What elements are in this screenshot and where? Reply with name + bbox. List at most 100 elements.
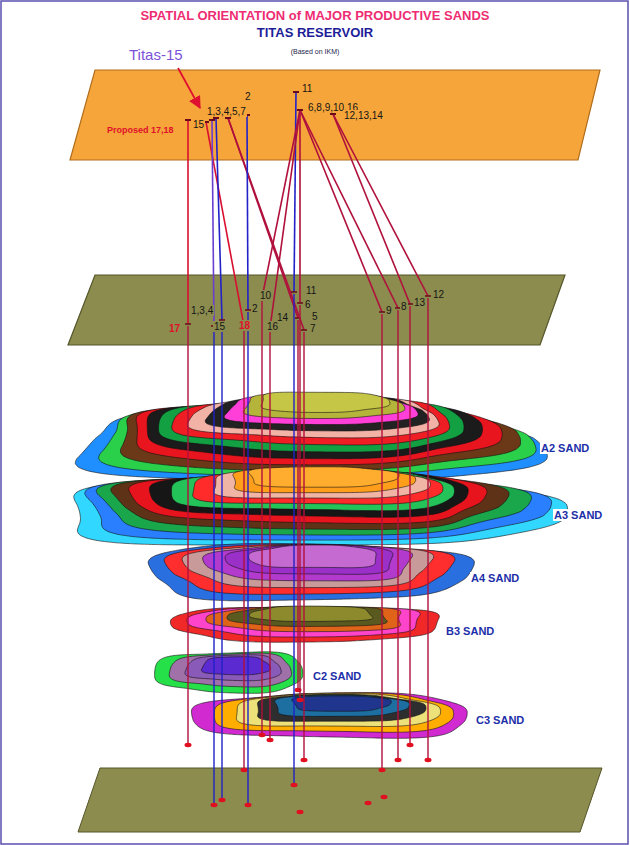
sand-contour xyxy=(185,655,281,681)
well-bore xyxy=(397,310,398,760)
well-number: 11 xyxy=(305,285,317,296)
well-bore xyxy=(293,294,294,785)
well-bottom xyxy=(241,768,248,772)
well-number: 13 xyxy=(413,297,426,308)
well-bottom xyxy=(301,758,308,762)
plane-surface xyxy=(70,70,600,160)
well-bore xyxy=(221,322,222,800)
well-bore xyxy=(213,328,214,805)
wellhead-mark xyxy=(185,119,191,121)
sand-contour xyxy=(155,652,303,694)
sand-shape xyxy=(140,528,540,608)
sand-contour xyxy=(233,467,416,492)
sand-layer: B3 SAND xyxy=(168,598,508,648)
sand-contour xyxy=(203,545,413,581)
well-tick xyxy=(185,323,191,325)
wellhead-mark xyxy=(330,113,336,115)
well-bottom xyxy=(219,798,226,802)
well-bore xyxy=(187,326,188,745)
wellhead-mark xyxy=(213,117,219,119)
sand-shape xyxy=(168,598,508,648)
well-tick xyxy=(259,297,265,299)
well-path xyxy=(187,120,189,324)
well-tick xyxy=(245,309,251,311)
well-bottom xyxy=(365,801,372,805)
well-number: 5 xyxy=(311,311,319,322)
sand-contour xyxy=(214,693,453,732)
sand-contour xyxy=(201,657,270,675)
well-bore xyxy=(299,305,300,700)
well-number: 12,13,14 xyxy=(343,110,384,121)
well-path xyxy=(216,118,222,320)
sand-layer: A3 SAND xyxy=(55,455,620,555)
well-number: 12 xyxy=(432,289,445,300)
wellhead-mark xyxy=(297,109,303,111)
sand-layer: C3 SAND xyxy=(190,688,540,743)
well-path xyxy=(270,110,300,328)
well-number: 8 xyxy=(400,301,408,312)
layer-label: A4 SAND xyxy=(470,572,520,584)
layer-label: C2 SAND xyxy=(312,670,362,682)
well-bore xyxy=(243,328,244,770)
sand-contour xyxy=(227,606,387,626)
sand-contour xyxy=(148,543,474,600)
well-tick xyxy=(379,311,385,313)
well-number: 1,3,4,5,7 xyxy=(206,106,247,117)
well-tick xyxy=(301,329,307,331)
well-bore xyxy=(247,312,248,805)
well-bore xyxy=(381,314,382,770)
well-bottom xyxy=(297,698,304,702)
well-bore xyxy=(297,320,298,690)
well-bottom xyxy=(379,768,386,772)
well-number: 11 xyxy=(301,83,313,94)
well-path xyxy=(228,118,298,318)
well-number: 2 xyxy=(251,303,259,314)
sand-contour xyxy=(249,545,377,568)
well-bottom xyxy=(395,758,402,762)
well-bottom xyxy=(267,738,274,742)
plane-surface xyxy=(68,275,565,345)
well-bore xyxy=(427,298,428,760)
well-tick xyxy=(395,307,401,309)
well-number: 6 xyxy=(304,299,312,310)
well-bottom xyxy=(407,743,414,747)
sand-contour xyxy=(182,545,434,588)
layer-label: A3 SAND xyxy=(553,509,603,521)
well-bottom xyxy=(297,810,304,814)
well-tick xyxy=(297,302,303,304)
well-number: 15 xyxy=(213,321,226,332)
wellhead-mark xyxy=(203,121,209,123)
well-bottom xyxy=(291,783,298,787)
well-tick xyxy=(407,303,413,305)
well-bore xyxy=(303,332,304,760)
sand-contour xyxy=(275,695,410,716)
well-number: 9 xyxy=(385,305,393,316)
sand-contour xyxy=(292,696,392,711)
well-bottom xyxy=(425,758,432,762)
well-path xyxy=(262,110,300,298)
wellhead-mark xyxy=(244,114,250,116)
well-bottom xyxy=(211,803,218,807)
map-plane: 10111,3,426145129813171518167 xyxy=(64,272,569,350)
well-number: 2 xyxy=(244,91,252,102)
well-path xyxy=(299,110,301,303)
well-tick xyxy=(267,327,273,329)
note: (Based on IKM) xyxy=(290,48,341,56)
layer-label: B3 SAND xyxy=(445,625,495,637)
layer-label: A2 SAND xyxy=(540,442,590,454)
map-plane: 2111,3,4,5,76,8,9,10,1612,13,14Proposed … xyxy=(66,68,606,164)
plane-shape xyxy=(66,68,606,164)
well-number: Proposed 17,18 xyxy=(106,126,175,136)
well-path xyxy=(333,114,410,304)
well-bottom xyxy=(295,688,302,692)
well-tick xyxy=(295,317,301,319)
wellhead-mark xyxy=(225,117,231,119)
well-number: 1,3,4 xyxy=(190,305,214,316)
sand-shape xyxy=(55,455,620,555)
sand-contour xyxy=(261,392,390,412)
well-number: 18 xyxy=(238,320,251,331)
sand-contour xyxy=(257,694,426,721)
well-path xyxy=(228,118,304,330)
sand-contour xyxy=(169,653,291,687)
sand-contour xyxy=(236,693,440,726)
